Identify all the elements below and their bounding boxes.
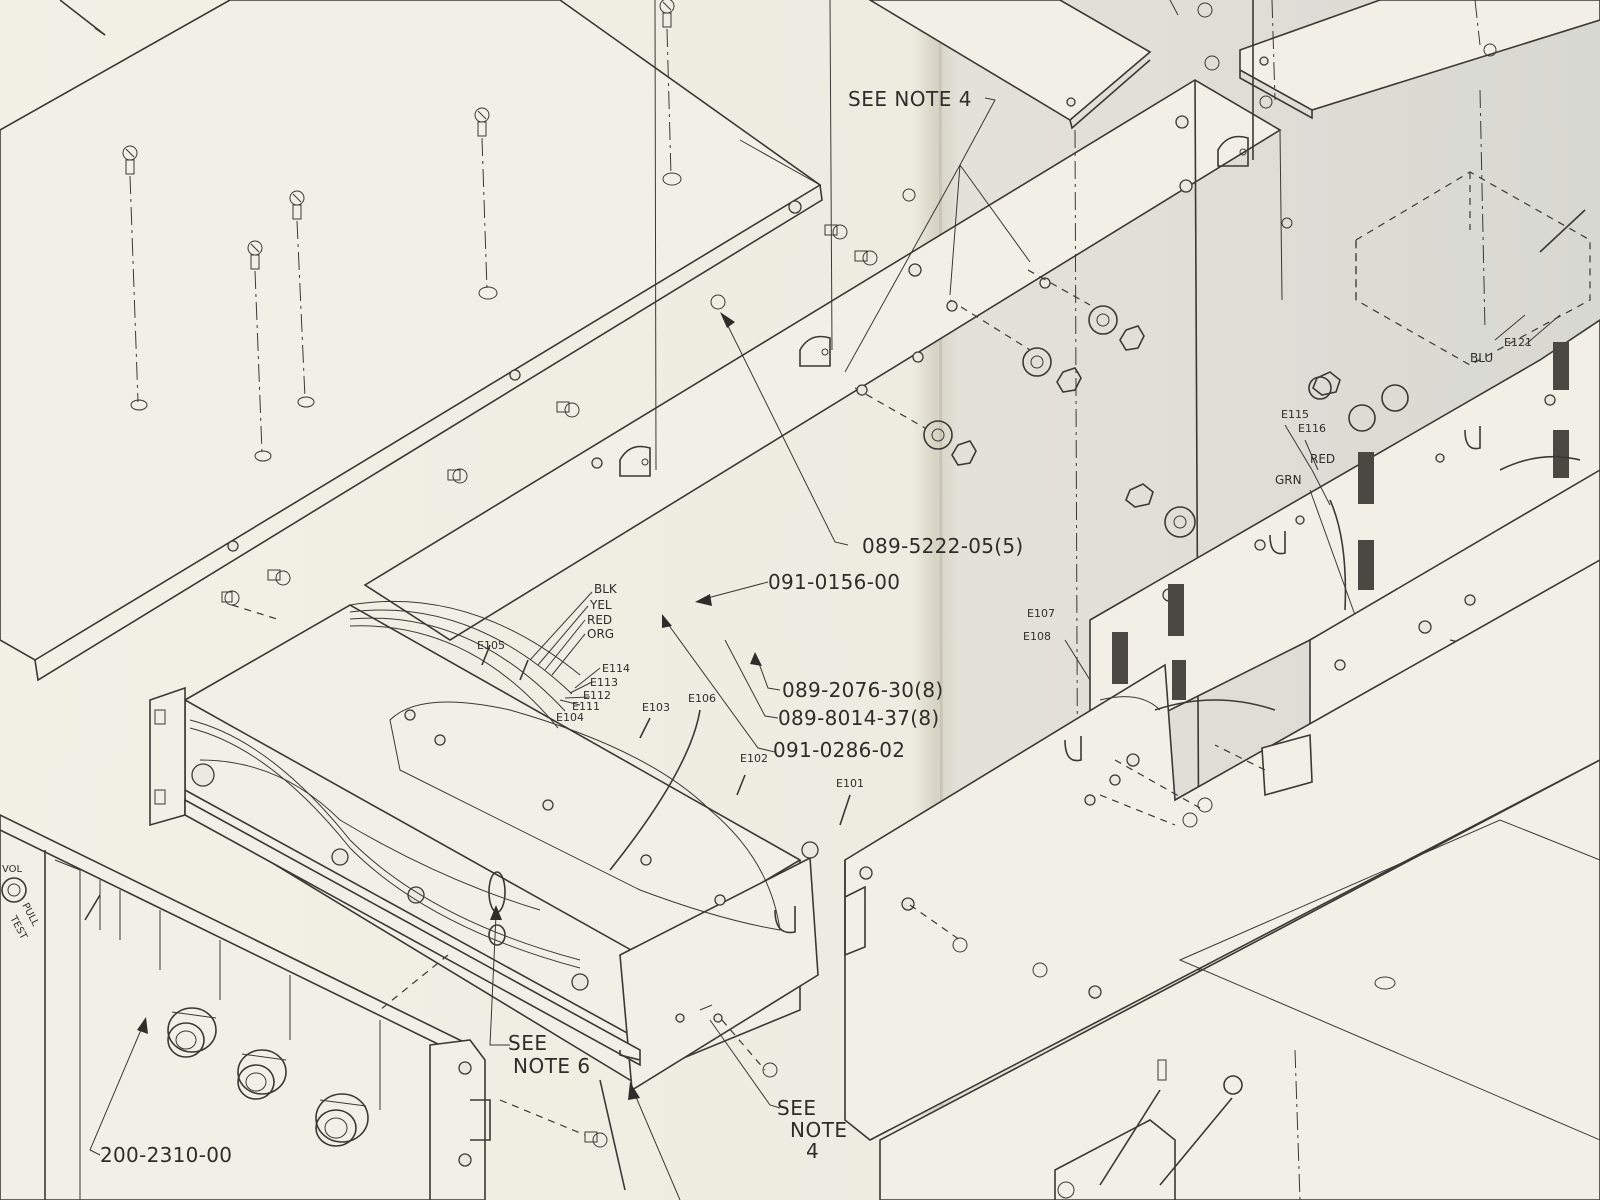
- terminal-e116: E116: [1298, 422, 1326, 435]
- see-note-6-label-line2: NOTE 6: [513, 1054, 591, 1078]
- terminal-e101: E101: [836, 777, 864, 790]
- terminal-labels: E101 E102 E103 E104 E105 E106 E107 E108 …: [477, 336, 1532, 790]
- terminal-block: [1099, 696, 1313, 797]
- shield-box: [1355, 171, 1591, 366]
- vol-label: VOL: [2, 864, 23, 875]
- lockwashers-and-nuts: [854, 269, 1145, 466]
- coil-springs: [1112, 342, 1569, 700]
- terminal-e107: E107: [1027, 607, 1055, 620]
- terminal-e103: E103: [642, 701, 670, 714]
- wire-label-org: ORG: [587, 627, 614, 641]
- cover-screws: [122, 0, 682, 462]
- wire-label-blu: BLU: [1470, 351, 1493, 365]
- knob-3: [315, 1093, 369, 1147]
- knob-2: [237, 1049, 287, 1100]
- part-number-labels: 089-5222-05(5) 091-0156-00 089-2076-30(8…: [100, 534, 1024, 1167]
- part-number-089-2076-30: 089-2076-30(8): [782, 678, 944, 702]
- part-number-200-2310-00: 200-2310-00: [100, 1143, 232, 1167]
- mounting-brackets: [619, 135, 1249, 477]
- part-number-091-0156-00: 091-0156-00: [768, 570, 900, 594]
- terminal-e112: E112: [583, 689, 611, 702]
- part-number-089-5222-05: 089-5222-05(5): [862, 534, 1024, 558]
- terminal-e102: E102: [740, 752, 768, 765]
- chassis-base: [844, 559, 1600, 1200]
- see-note-6-label-line1: SEE: [508, 1031, 547, 1055]
- wire-label-yel: YEL: [589, 598, 612, 612]
- callout-labels: SEE NOTE 4 SEE NOTE 6 SEE NOTE 4: [508, 87, 972, 1163]
- wire-leaders: [529, 591, 601, 706]
- knob-1: [167, 1007, 217, 1058]
- bottom-bracket: [1054, 1059, 1243, 1200]
- terminal-e111: E111: [572, 700, 600, 713]
- see-note-4-bottom-line2: NOTE: [790, 1118, 848, 1142]
- wire-label-blk: BLK: [594, 582, 618, 596]
- terminal-e114: E114: [602, 662, 630, 675]
- see-note-4-top-label: SEE NOTE 4: [848, 87, 972, 111]
- terminal-e121: E121: [1504, 336, 1532, 349]
- wire-label-red: RED: [587, 613, 612, 627]
- terminal-e106: E106: [688, 692, 716, 705]
- top-cover-plate: [0, 0, 823, 682]
- terminal-hardware: [1125, 371, 1581, 616]
- see-note-4-bottom-line1: SEE: [777, 1096, 816, 1120]
- wire-label-red-right: RED: [1310, 452, 1335, 466]
- terminal-e113: E113: [590, 676, 618, 689]
- part-number-089-8014-37: 089-8014-37(8): [778, 706, 940, 730]
- front-subassembly: [149, 600, 851, 1092]
- part-number-091-0286-02: 091-0286-02: [773, 738, 905, 762]
- wire-color-labels: BLK YEL RED ORG BLU RED GRN: [587, 351, 1493, 641]
- terminal-e105: E105: [477, 639, 505, 652]
- wire-label-grn: GRN: [1275, 473, 1302, 487]
- leader-lines: [89, 97, 1561, 1200]
- terminal-e115: E115: [1281, 408, 1309, 421]
- upper-right-parts: [654, 0, 1600, 901]
- see-note-4-bottom-line3: 4: [806, 1139, 819, 1163]
- front-panel: [0, 814, 626, 1200]
- terminal-e104: E104: [556, 711, 584, 724]
- terminal-e108: E108: [1023, 630, 1051, 643]
